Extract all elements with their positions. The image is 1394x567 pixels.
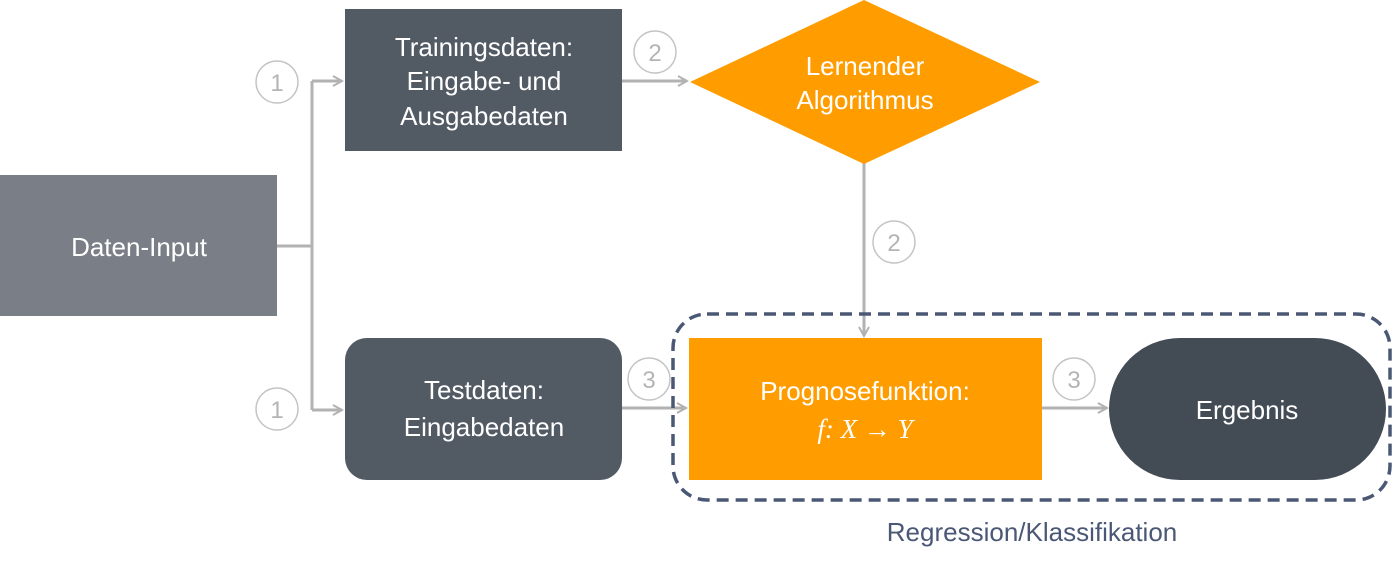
testdaten-node[interactable]: Testdaten: Eingabedaten [345, 338, 622, 480]
testdaten-label-line-1: Testdaten: [424, 375, 544, 405]
algorithm-label-line-1: Lernender [806, 51, 925, 81]
step-circle [872, 220, 916, 264]
trainingsdaten-node[interactable]: Trainingsdaten: Eingabe- und Ausgabedate… [345, 9, 622, 151]
prognosefunktion-box [689, 338, 1042, 480]
testdaten-label-line-2: Eingabedaten [404, 412, 564, 442]
step-number: 1 [270, 70, 283, 97]
step-circle [633, 30, 677, 74]
group-label: Regression/Klassifikation [887, 517, 1177, 547]
step-marker-test-to-function: 3 [627, 357, 671, 401]
daten-input-node[interactable]: Daten-Input [0, 175, 277, 316]
step-number: 1 [270, 397, 283, 424]
step-circle [255, 60, 299, 104]
prognosefunktion-title: Prognosefunktion: [760, 376, 970, 406]
step-number: 2 [887, 230, 900, 257]
ergebnis-box [1109, 338, 1386, 480]
step-marker-algorithm-to-function: 2 [872, 220, 916, 264]
prognosefunktion-node[interactable]: Prognosefunktion: f: X → Y [689, 338, 1042, 480]
step-number: 2 [648, 40, 661, 67]
step-marker-training-to-algorithm: 2 [633, 30, 677, 74]
ergebnis-node[interactable]: Ergebnis [1109, 338, 1386, 480]
step-number: 3 [642, 367, 655, 394]
regression-classification-group [671, 312, 1392, 502]
algorithm-label-line-2: Algorithmus [796, 85, 933, 115]
step-marker-to-training: 1 [255, 60, 299, 104]
lernender-algorithmus-node[interactable]: Lernender Algorithmus [690, 0, 1040, 164]
daten-input-box [0, 175, 277, 316]
step-circle [255, 387, 299, 431]
testdaten-box [345, 338, 622, 480]
step-number: 3 [1067, 367, 1080, 394]
daten-input-label: Daten-Input [71, 232, 208, 262]
algorithm-diamond [690, 0, 1040, 164]
step-marker-to-test: 1 [255, 387, 299, 431]
trainingsdaten-label-line-2: Eingabe- und [407, 66, 562, 96]
step-circle [1052, 357, 1096, 401]
trainingsdaten-label-line-1: Trainingsdaten: [395, 32, 573, 62]
prognosefunktion-formula: f: X → Y [817, 414, 915, 444]
ergebnis-label: Ergebnis [1196, 395, 1299, 425]
step-circle [627, 357, 671, 401]
trainingsdaten-box [345, 9, 622, 151]
step-marker-function-to-result: 3 [1052, 357, 1096, 401]
connectors [277, 81, 1107, 410]
trainingsdaten-label-line-3: Ausgabedaten [400, 101, 568, 131]
